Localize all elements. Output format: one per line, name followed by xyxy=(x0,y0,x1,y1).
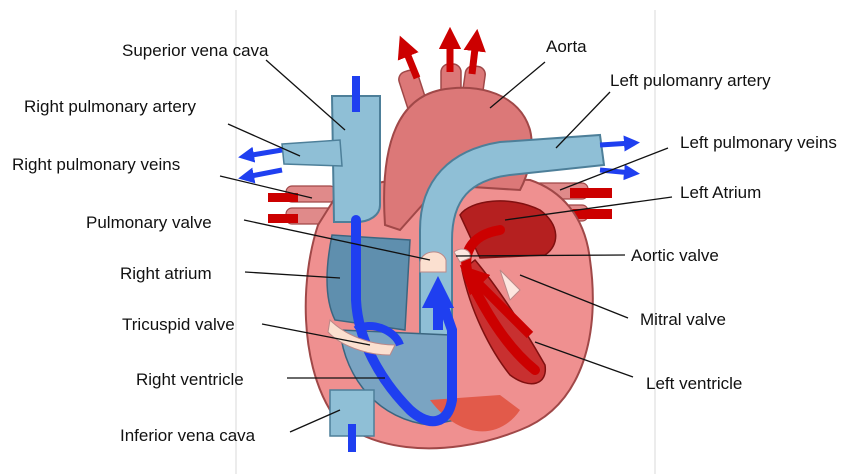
pulmonary-valve-shape xyxy=(420,252,446,272)
right-pa-arrow-1 xyxy=(246,150,282,156)
right-pulmonary-artery-shape xyxy=(282,140,342,166)
label-right-pulmonary-veins: Right pulmonary veins xyxy=(12,155,180,174)
label-left-pulmonary-veins: Left pulmonary veins xyxy=(680,133,837,152)
label-right-atrium: Right atrium xyxy=(120,264,212,283)
label-inferior-vena-cava: Inferior vena cava xyxy=(120,426,256,445)
label-tricuspid-valve: Tricuspid valve xyxy=(122,315,235,334)
label-mitral-valve: Mitral valve xyxy=(640,310,726,329)
label-superior-vena-cava: Superior vena cava xyxy=(122,41,269,60)
label-right-pulmonary-artery: Right pulmonary artery xyxy=(24,97,196,116)
label-right-ventricle: Right ventricle xyxy=(136,370,244,389)
label-pulmonary-valve: Pulmonary valve xyxy=(86,213,212,232)
left-pa-arrow-1 xyxy=(600,143,632,145)
label-aorta: Aorta xyxy=(546,37,587,56)
right-pa-arrow-2 xyxy=(246,170,282,177)
label-left-ventricle: Left ventricle xyxy=(646,374,742,393)
right-atrium-shape xyxy=(327,235,410,330)
label-left-pulmonary-artery: Left pulomanry artery xyxy=(610,71,771,90)
label-aortic-valve: Aortic valve xyxy=(631,246,719,265)
label-left-atrium: Left Atrium xyxy=(680,183,761,202)
